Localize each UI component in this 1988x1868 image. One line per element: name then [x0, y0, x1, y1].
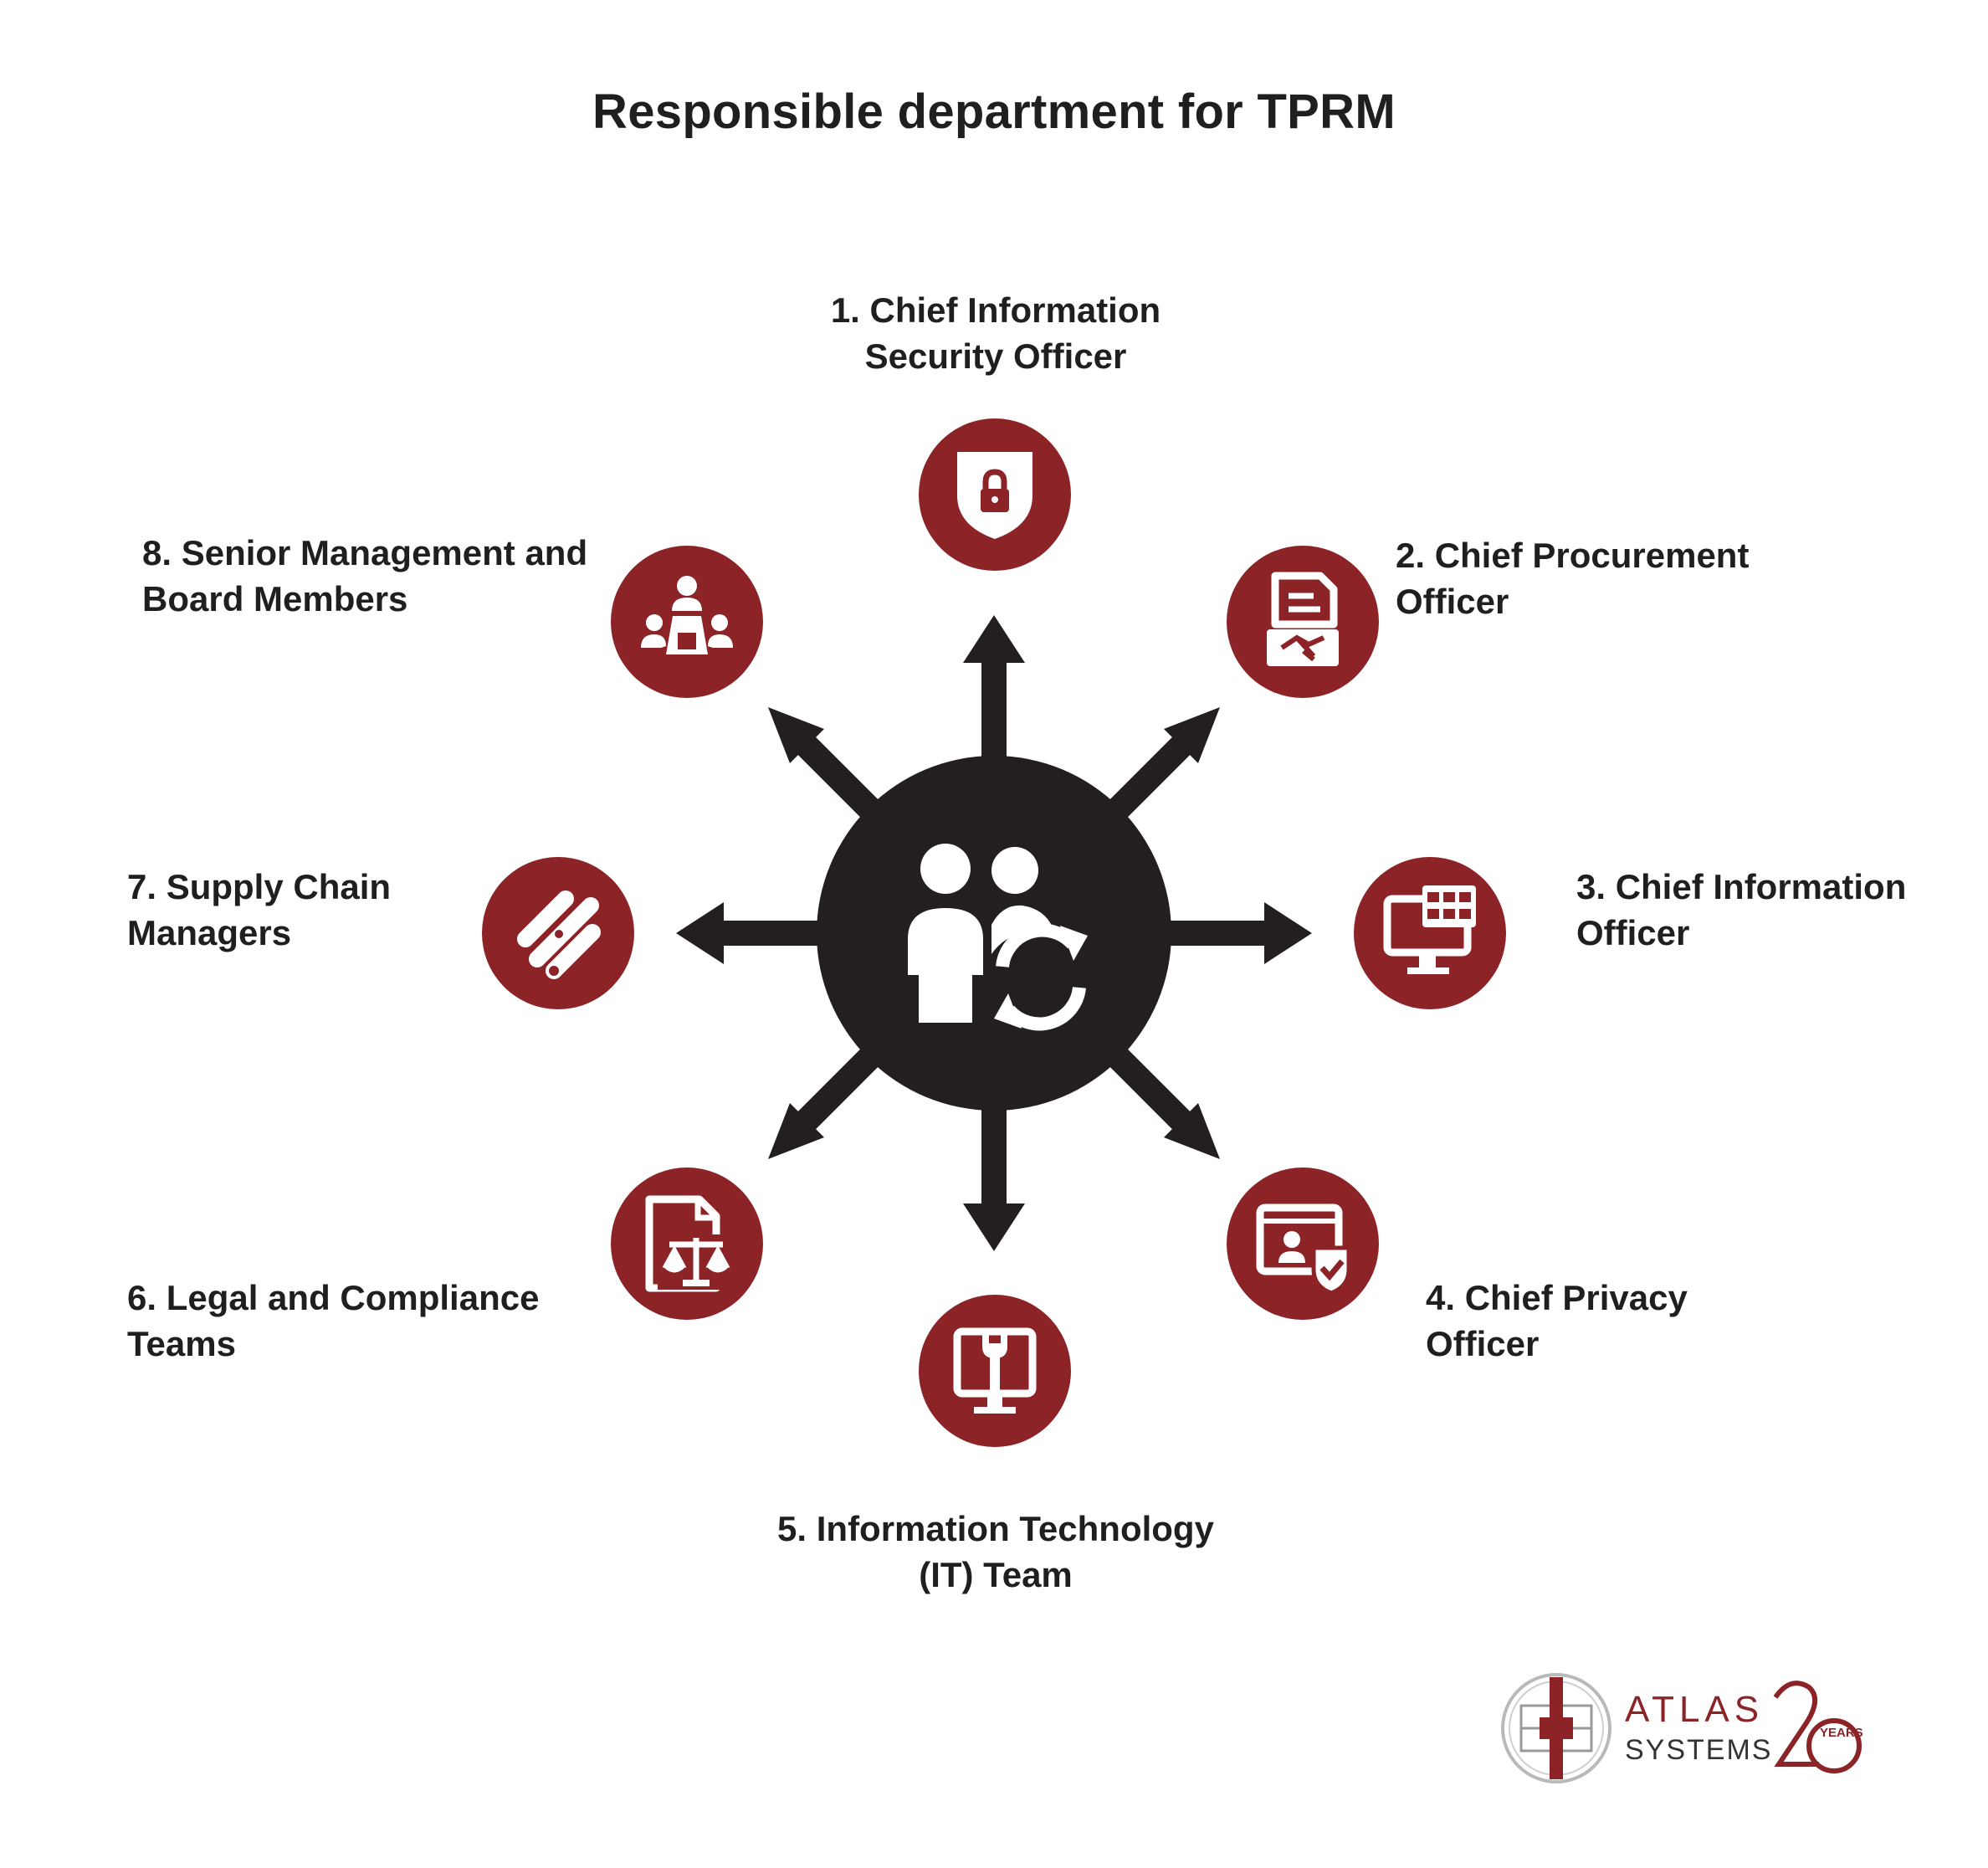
node-legal-and-compliance-teams	[611, 1168, 763, 1320]
label-information-technology-team: 5. Information Technology (IT) Team	[694, 1506, 1297, 1598]
node-chief-procurement-officer	[1227, 546, 1379, 698]
label-legal-and-compliance-teams: 6. Legal and Compliance Teams	[127, 1275, 539, 1367]
label-line: 4. Chief Privacy	[1426, 1278, 1688, 1317]
label-senior-management-and-board-members: 8. Senior Management and Board Members	[142, 530, 587, 622]
boardroom-meeting-icon	[641, 576, 733, 654]
profile-shield-check-icon	[1256, 1203, 1351, 1296]
monitor-grid-icon	[1383, 885, 1476, 974]
chain-links-icon	[517, 890, 601, 979]
diagram-title: Responsible department for TPRM	[592, 85, 1396, 139]
label-line: Managers	[127, 913, 292, 952]
label-line: (IT) Team	[919, 1555, 1073, 1594]
label-line: 6. Legal and Compliance	[127, 1278, 540, 1317]
label-line: Teams	[127, 1324, 236, 1363]
label-line: Security Officer	[864, 336, 1127, 376]
label-line: 5. Information Technology	[777, 1509, 1214, 1548]
label-line: Officer	[1426, 1324, 1540, 1363]
node-chief-privacy-officer	[1227, 1168, 1379, 1320]
node-senior-management-and-board-members	[611, 546, 763, 698]
node-information-technology-team	[919, 1295, 1071, 1447]
logo-years-text: YEARS	[1820, 1726, 1863, 1740]
label-line: 8. Senior Management and	[142, 533, 588, 572]
label-line: 1. Chief Information	[830, 290, 1161, 330]
users-refresh-icon	[908, 844, 1088, 1031]
label-chief-information-officer: 3. Chief Information Officer	[1576, 864, 1906, 956]
label-line: Officer	[1396, 582, 1509, 621]
label-line: 3. Chief Information	[1576, 867, 1907, 906]
label-chief-procurement-officer: 2. Chief Procurement Officer	[1396, 532, 1749, 624]
shield-lock-icon	[957, 452, 1032, 539]
atlas-emblem-icon	[1501, 1673, 1862, 1783]
node-chief-information-security-officer	[919, 418, 1071, 571]
label-supply-chain-managers: 7. Supply Chain Managers	[127, 864, 391, 956]
label-line: Board Members	[142, 579, 408, 618]
document-scales-icon	[645, 1195, 735, 1292]
logo-wordmark-systems: SYSTEMS	[1625, 1734, 1773, 1766]
label-chief-information-security-officer: 1. Chief Information Security Officer	[736, 287, 1255, 379]
label-chief-privacy-officer: 4. Chief Privacy Officer	[1426, 1275, 1688, 1367]
label-line: 2. Chief Procurement	[1396, 536, 1750, 575]
label-line: Officer	[1576, 913, 1690, 952]
contract-handshake-icon	[1267, 572, 1339, 666]
logo-wordmark-atlas: ATLAS	[1625, 1689, 1765, 1730]
node-chief-information-officer	[1354, 857, 1506, 1009]
label-line: 7. Supply Chain	[127, 867, 392, 906]
node-supply-chain-managers	[482, 857, 634, 1009]
atlas-systems-logo: ATLAS SYSTEMS YEARS	[1498, 1665, 1874, 1791]
monitor-wrench-icon	[953, 1327, 1037, 1414]
